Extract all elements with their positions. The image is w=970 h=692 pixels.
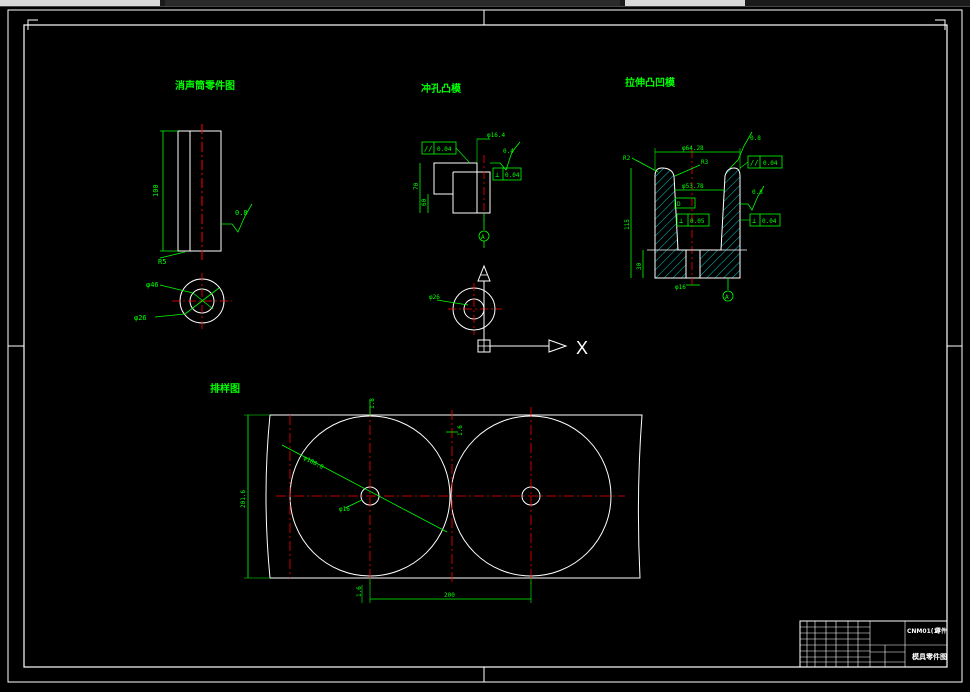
die-parallel-tol: 0.04: [763, 160, 778, 167]
part-side-view: 100 R5 0.8: [152, 124, 253, 266]
menu-strip-left: [0, 0, 160, 6]
punch-top-dia: φ26: [429, 294, 440, 301]
menu-strip-middle: [165, 0, 620, 6]
die-roughness-2: 0.8: [752, 189, 763, 196]
die-perp-tol-2: 0.04: [762, 218, 777, 225]
title-block-code: CNM01(1): [907, 628, 941, 635]
svg-text:A: A: [725, 294, 729, 301]
die-top-dia: φ64.28: [682, 145, 704, 152]
die-bottom-dia: φ16: [675, 284, 686, 291]
ucs-x-label: X: [576, 338, 588, 358]
punch-height-70: 70: [413, 182, 420, 190]
svg-text:⊥: ⊥: [679, 217, 683, 225]
part-roughness: 0.8: [235, 209, 248, 217]
title-part-drawing: 消声筒零件图: [175, 79, 235, 92]
punch-roughness: 0.4: [503, 148, 514, 155]
title-block-sheet: 零件: [934, 627, 947, 635]
part-top-view: φ46 φ26: [134, 273, 232, 330]
die-height-115: 115: [624, 219, 631, 230]
die-roughness-1: 0.8: [750, 135, 761, 142]
layout-width: 201.6: [240, 490, 247, 508]
layout-diameter: φ188.8: [302, 455, 325, 472]
menu-strip-right: [625, 0, 745, 6]
punch-top-view: φ26: [429, 283, 502, 335]
punch-view: φ16.4 // 0.04 ⊥ 0.04 0.4 70 60 A: [413, 132, 522, 248]
part-radius-dim: R5: [158, 258, 166, 266]
die-inner-dia: φ53.78: [682, 183, 704, 190]
punch-perp-tol: 0.04: [505, 172, 520, 179]
die-perp-tol-1: 0.05: [690, 218, 705, 225]
die-height-30: 30: [636, 262, 643, 270]
title-layout: 排样图: [210, 382, 240, 395]
punch-height-60: 60: [421, 198, 428, 206]
punch-parallel-tol: 0.04: [437, 146, 452, 153]
punch-dia-dim: φ16.4: [487, 132, 505, 139]
svg-text:A: A: [481, 234, 485, 241]
title-block: CNM01(1) 零件 模具零件图: [799, 620, 948, 668]
center-marks: [8, 10, 962, 682]
svg-text://: //: [424, 145, 432, 153]
layout-gap-top: 1.8: [369, 398, 376, 409]
part-inner-dia: φ26: [134, 314, 147, 322]
strip-layout-view: φ188.8 φ16 1.8 1.6 201.6 200 1.6: [240, 398, 643, 603]
die-section-view: φ64.28 R2 R3 // 0.04 0.8 φ53.78 D ⊥ 0.05…: [623, 131, 783, 302]
cad-drawing-canvas[interactable]: 消声筒零件图 100 R5 0.8 φ46 φ26 冲孔凸模: [0, 6, 970, 692]
layout-gap-mid: 1.6: [457, 425, 464, 436]
svg-text://: //: [750, 159, 758, 167]
svg-text:D: D: [677, 201, 681, 208]
layout-pitch: 200: [444, 592, 455, 599]
layout-small-dia: φ16: [339, 506, 350, 513]
title-die: 拉伸凸凹模: [625, 76, 676, 89]
die-radius-1: R2: [623, 155, 631, 162]
part-outer-dia: φ46: [146, 281, 159, 289]
layout-edge: 1.6: [356, 586, 363, 597]
part-height-dim: 100: [152, 184, 160, 197]
svg-text:⊥: ⊥: [752, 217, 756, 225]
svg-text:⊥: ⊥: [495, 171, 499, 179]
die-radius-2: R3: [701, 159, 709, 166]
window-top-bar: [0, 0, 970, 7]
title-punch: 冲孔凸模: [421, 82, 462, 95]
title-block-name: 模具零件图: [912, 652, 947, 661]
corner-arrows: [27, 19, 946, 30]
ucs-icon: X: [477, 264, 588, 358]
